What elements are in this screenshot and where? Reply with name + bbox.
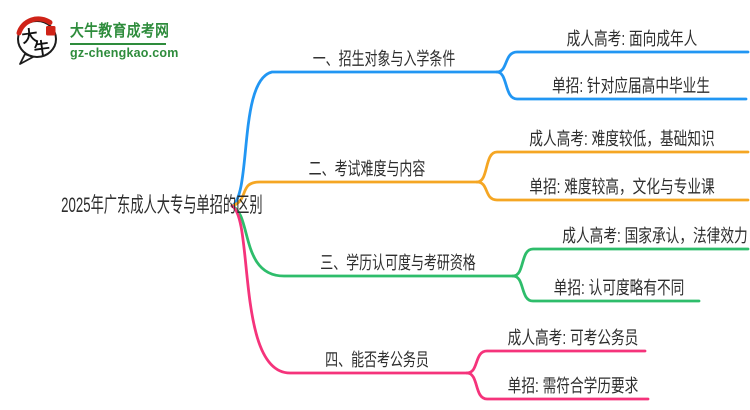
logo-divider [70, 43, 166, 45]
svg-text:大: 大 [21, 26, 40, 47]
branch-2-child-2-node: 单招: 难度较高，文化与专业课 [529, 177, 716, 197]
branch-2-child-1-line [475, 150, 750, 184]
branch-2-node: 二、考试难度与内容 [308, 159, 425, 179]
daniu-logo-icon: 大 牛 [16, 16, 57, 65]
branch-1-child-1-node: 成人高考: 面向成年人 [566, 29, 698, 49]
branch-3-child-1-line [511, 247, 750, 278]
branch-4-node: 四、能否考公务员 [325, 350, 429, 370]
branch-3-child-1-node: 成人高考: 国家承认，法律效力 [562, 226, 748, 246]
branch-3-node: 三、学历认可度与考研资格 [319, 253, 476, 273]
branch-2-child-1-node: 成人高考: 难度较低，基础知识 [529, 129, 716, 149]
branch-4-child-2-node: 单招: 需符合学历要求 [507, 376, 639, 396]
branch-1-node: 一、招生对象与入学条件 [312, 49, 455, 69]
branch-2-child-2-line [475, 180, 750, 202]
branch-4-child-2-line [465, 371, 650, 401]
branch-1-child-2-line [495, 70, 748, 101]
branch-1-line [230, 70, 499, 208]
branch-3-child-2-line [511, 274, 701, 303]
site-domain: gz-chengkao.com [70, 46, 179, 60]
svg-text:牛: 牛 [33, 38, 52, 59]
site-logo: 大 牛 大牛教育成考网 gz-chengkao.com [12, 14, 186, 66]
branch-4-child-1-node: 成人高考: 可考公务员 [507, 328, 639, 348]
branch-1-child-2-node: 单招: 针对应届高中毕业生 [551, 76, 711, 96]
site-logo-text: 大牛教育成考网 gz-chengkao.com [70, 14, 186, 60]
branch-2-line [230, 180, 479, 208]
branch-1-child-1-line [495, 50, 750, 74]
site-name: 大牛教育成考网 [70, 23, 170, 40]
branch-4-line [230, 204, 469, 375]
branch-4-child-1-line [465, 349, 647, 375]
root-node: 2025年广东成人大专与单招的区别 [61, 194, 263, 217]
branch-3-child-2-node: 单招: 认可度略有不同 [553, 278, 685, 298]
